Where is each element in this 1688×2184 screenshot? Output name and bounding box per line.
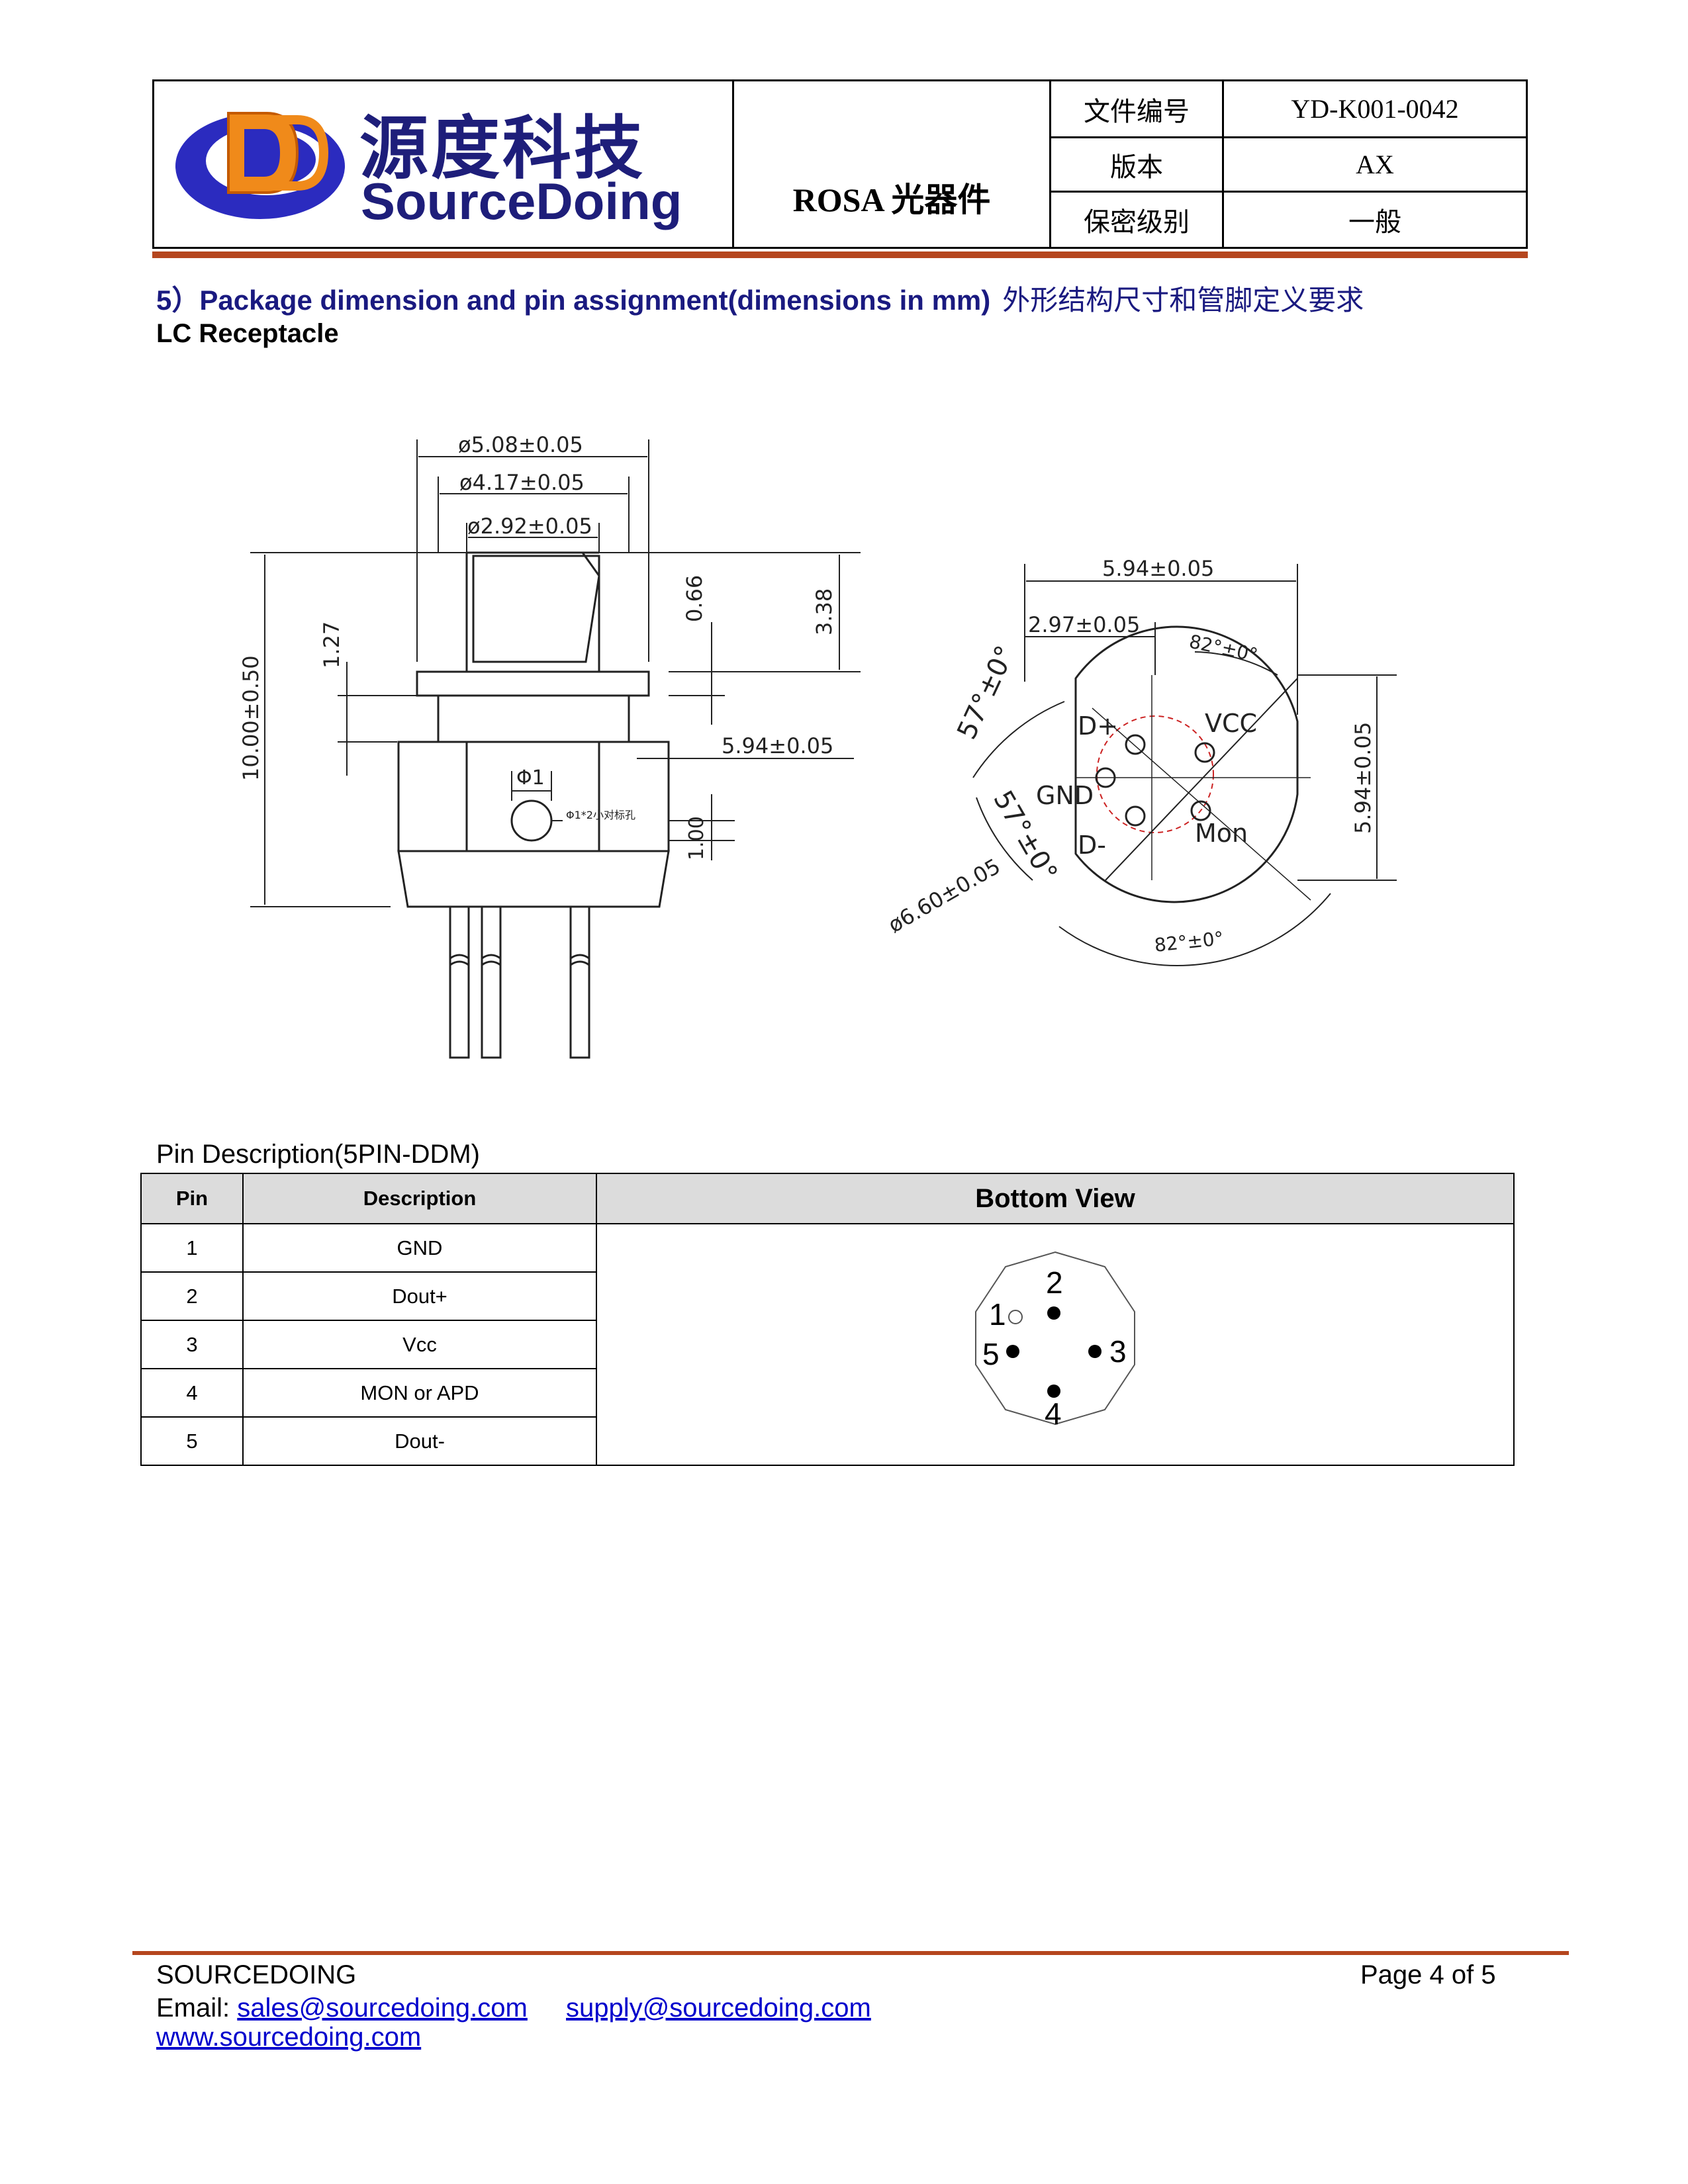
dim-338-label: 3.38: [812, 588, 837, 635]
reference-hole-note: Φ1*2小对标孔: [566, 809, 635, 821]
document-header: 源度科技 SourceDoing ROSA 光器件 文件编号 YD-K001-0…: [152, 79, 1528, 249]
dim-100-label: 1.00: [685, 816, 708, 860]
website-link[interactable]: www.sourcedoing.com: [156, 2023, 422, 2052]
table-row: 2 Dout+: [140, 1271, 1514, 1321]
supply-email-link[interactable]: supply@sourcedoing.com: [566, 1993, 871, 2023]
dim-594-top-label: 5.94±0.05: [1102, 556, 1214, 581]
footer-website: www.sourcedoing.com: [156, 2023, 421, 2052]
dim-1000-label: 10.00±0.50: [238, 655, 263, 781]
bottom-view-dimensions: [972, 564, 1397, 966]
pin-number: 3: [140, 1320, 244, 1369]
dim-417-label: ø4.17±0.05: [459, 470, 585, 495]
dim-phi1-label: Φ1: [516, 766, 545, 790]
dim-292-label: ø2.92±0.05: [467, 514, 592, 539]
pin-table-caption: Pin Description(5PIN-DDM): [156, 1140, 480, 1169]
section-heading: 5）Package dimension and pin assignment(d…: [156, 278, 1364, 318]
description-column-header: Description: [242, 1173, 597, 1224]
logo-mark-icon: [175, 112, 345, 219]
dim-660-label: ø6.60±0.05: [884, 854, 1005, 938]
bottom-view-cell: 1 2 3 4 5: [596, 1223, 1515, 1466]
pin-description: Dout-: [242, 1416, 597, 1466]
pin-4-marker: [1047, 1384, 1060, 1398]
footer-email-line: Email: sales@sourcedoing.com: [156, 1993, 528, 2023]
pin-2-marker: [1047, 1306, 1060, 1320]
dim-066-label: 0.66: [682, 575, 707, 622]
table-row: 4 MON or APD: [140, 1368, 1514, 1418]
pin-label-vcc: VCC: [1205, 709, 1257, 738]
header-divider: [1049, 81, 1051, 247]
pin-description: MON or APD: [242, 1368, 597, 1418]
logo-english-name: SourceDoing: [361, 172, 682, 230]
section-title-cn: 外形结构尺寸和管脚定义要求: [1002, 284, 1364, 316]
pin-5-label: 5: [982, 1337, 1000, 1371]
package-drawing: ø5.08±0.05 ø4.17±0.05 ø2.92±0.05 0.66 3.…: [238, 432, 1397, 1059]
angle-82-bottom-label: 82°±0°: [1153, 927, 1225, 956]
company-logo: 源度科技 SourceDoing: [167, 87, 730, 246]
table-header-row: Pin Description Bottom View: [140, 1173, 1515, 1224]
document-title: ROSA 光器件: [792, 181, 991, 218]
header-divider: [1049, 191, 1526, 193]
header-divider: [1222, 81, 1224, 247]
logo-chinese-name: 源度科技: [359, 108, 646, 189]
header-divider: [1049, 136, 1526, 138]
pin-label-mon: Mon: [1195, 819, 1248, 848]
pin-label-dminus: D-: [1078, 831, 1106, 860]
file-number-label: 文件编号: [1084, 96, 1190, 127]
pin-number: 2: [140, 1271, 244, 1321]
dim-508-label: ø5.08±0.05: [458, 432, 583, 457]
pin-description: Vcc: [242, 1320, 597, 1369]
footer-company: SOURCEDOING: [156, 1960, 357, 1989]
pin-description: Dout+: [242, 1271, 597, 1321]
dim-297-label: 2.97±0.05: [1028, 612, 1140, 637]
pin-1-label: 1: [989, 1297, 1006, 1332]
file-number-value: YD-K001-0042: [1291, 94, 1459, 124]
pin-description-table: Pin Description Bottom View 1 GND 1 2 3 …: [140, 1173, 1515, 1466]
section-title-en: Package dimension and pin assignment(dim…: [199, 285, 991, 316]
version-label: 版本: [1110, 152, 1163, 183]
header-rule: [152, 251, 1528, 258]
pin-1-marker: [1008, 1309, 1023, 1324]
bottom-view: [1074, 625, 1311, 903]
pin-description: GND: [242, 1223, 597, 1273]
side-view: [397, 551, 670, 1059]
header-divider: [732, 81, 734, 247]
footer-email2: supply@sourcedoing.com: [566, 1993, 871, 2023]
pin-4-label: 4: [1045, 1396, 1062, 1431]
page-number: Page 4 of 5: [1360, 1960, 1496, 1989]
table-row: 1 GND 1 2 3 4 5: [140, 1223, 1515, 1466]
pin-3-label: 3: [1109, 1334, 1127, 1369]
pin-column-header: Pin: [140, 1173, 244, 1224]
table-row: 5 Dout-: [140, 1416, 1514, 1466]
sales-email-link[interactable]: sales@sourcedoing.com: [237, 1993, 528, 2023]
confidentiality-label: 保密级别: [1084, 207, 1190, 238]
pin-number: 4: [140, 1368, 244, 1418]
bottom-view-pinout: 1 2 3 4 5: [975, 1251, 1135, 1431]
email-label: Email:: [156, 1993, 230, 2023]
table-row: 3 Vcc: [140, 1320, 1514, 1369]
section-subtitle: LC Receptacle: [156, 319, 339, 348]
pin-label-dplus: D+: [1078, 711, 1118, 741]
footer-rule: [132, 1951, 1569, 1955]
dim-594-side-label: 5.94±0.05: [722, 733, 833, 758]
confidentiality-value: 一般: [1348, 207, 1401, 238]
pin-number: 1: [140, 1223, 244, 1273]
pin-2-label: 2: [1046, 1265, 1063, 1300]
pin-label-gnd: GND: [1036, 781, 1094, 810]
package-outline: [975, 1251, 1135, 1425]
side-view-dimensions: [250, 439, 861, 907]
pin-5-marker: [1006, 1344, 1019, 1358]
section-number: 5）: [156, 285, 200, 316]
pin-3-marker: [1088, 1344, 1102, 1358]
angle-57-a-label: 57°±0°: [951, 641, 1021, 744]
version-value: AX: [1356, 150, 1394, 179]
bottom-view-column-header: Bottom View: [596, 1173, 1515, 1224]
dim-594-right-label: 5.94±0.05: [1350, 722, 1376, 834]
pin-number: 5: [140, 1416, 244, 1466]
dim-127-label: 1.27: [319, 621, 344, 668]
